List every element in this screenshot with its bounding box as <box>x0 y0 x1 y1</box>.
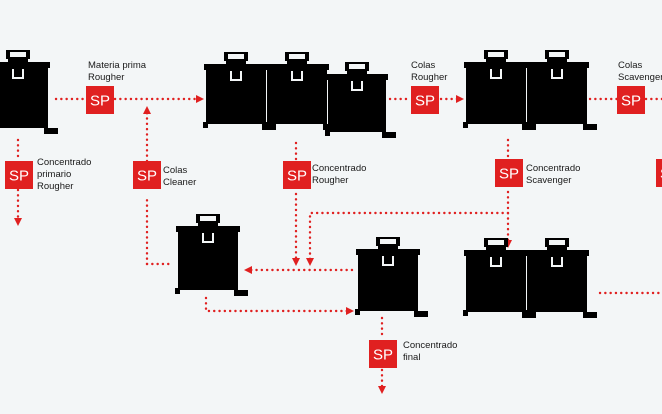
sampler-concentrado-rougher-icon: SP <box>283 161 311 189</box>
label-concentrado-final: Concentrado final <box>403 340 460 363</box>
sampler-colas-scavenger-icon: SP <box>617 86 645 114</box>
flow-cleaner-conc-to-final <box>204 296 354 315</box>
sampler-label: SP <box>660 166 662 183</box>
sampler-offscreen-icon: SP <box>656 159 662 187</box>
sampler-label: SP <box>9 168 29 185</box>
sampler-label: SP <box>499 166 519 183</box>
stream-labels: Materia prima Rougher Colas Rougher Cola… <box>37 60 662 363</box>
sampler-label: SP <box>373 347 393 364</box>
cell-scavenger-3-icon <box>463 238 536 318</box>
sampler-colas-cleaner-icon: SP <box>133 161 161 189</box>
cell-feed-icon <box>0 50 58 134</box>
cell-rougher-2-icon <box>264 52 337 130</box>
sampler-colas-rougher-icon: SP <box>411 86 439 114</box>
cell-scavenger-2-icon <box>524 50 597 130</box>
samplers: SP SP SP SP SP SP SP SP SP <box>5 86 662 368</box>
sampler-concentrado-final-icon: SP <box>369 340 397 368</box>
label-concentrado-primario: Concentrado primario Rougher <box>37 157 94 192</box>
cell-cleaner-icon <box>175 214 248 296</box>
label-concentrado-scavenger: Concentrado Scavenger <box>526 163 583 186</box>
sampler-label: SP <box>90 93 110 110</box>
label-colas-scavenger: Colas Scavenger <box>618 60 662 83</box>
label-colas-rougher: Colas Rougher <box>411 60 447 83</box>
label-concentrado-rougher: Concentrado Rougher <box>312 163 369 186</box>
label-colas-cleaner: Colas Cleaner <box>163 165 196 188</box>
cell-recleaner-icon <box>355 237 428 317</box>
label-materia-prima: Materia prima Rougher <box>88 60 149 83</box>
flow-lines <box>14 95 662 394</box>
sampler-materia-prima-icon: SP <box>86 86 114 114</box>
cell-rougher-3-icon <box>325 62 396 138</box>
sampler-label: SP <box>287 168 307 185</box>
sampler-label: SP <box>137 168 157 185</box>
sampler-label: SP <box>621 93 641 110</box>
cell-scavenger-4-icon <box>524 238 597 318</box>
sampler-concentrado-scavenger-icon: SP <box>495 159 523 187</box>
flotation-cells <box>0 50 597 318</box>
sampler-label: SP <box>415 93 435 110</box>
cell-rougher-1-icon <box>203 52 276 130</box>
sampler-concentrado-primario-icon: SP <box>5 161 33 189</box>
